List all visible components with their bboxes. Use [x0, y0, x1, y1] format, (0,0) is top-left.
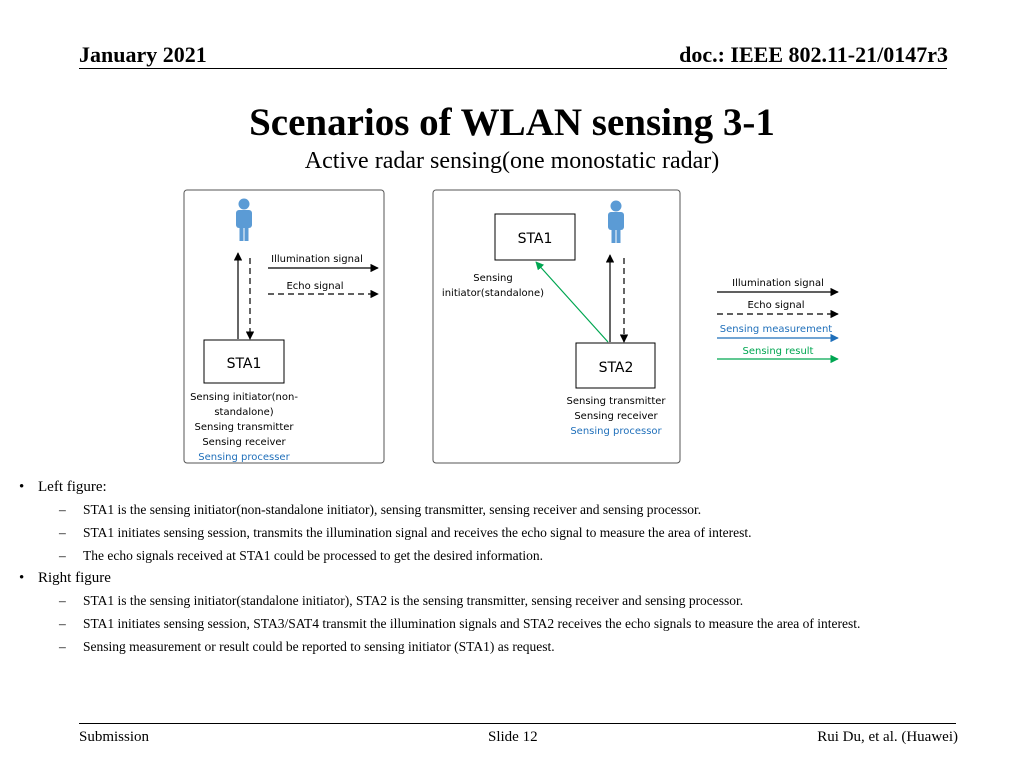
- footer-submission: Submission: [79, 729, 150, 745]
- sta2-label: STA2: [599, 360, 634, 376]
- header-doc-id: doc.: IEEE 802.11-21/0147r3: [679, 42, 948, 67]
- processor-role: Sensing processer: [198, 452, 290, 463]
- role-line: Sensing transmitter: [194, 422, 294, 433]
- header-rule: [79, 68, 947, 69]
- footer-rule: [79, 723, 956, 724]
- sub-bullet: The echo signals received at STA1 could …: [38, 544, 1019, 567]
- header-date: January 2021: [79, 42, 207, 67]
- slide-title: Scenarios of WLAN sensing 3-1: [249, 101, 775, 144]
- legend-illumination-label: Illumination signal: [732, 278, 824, 289]
- bullet-right-figure: Right figure STA1 is the sensing initiat…: [19, 567, 1019, 658]
- left-role-list: Sensing initiator(non- standalone) Sensi…: [190, 392, 298, 463]
- left-scenario-panel: Illumination signal Echo signal STA1 Sen…: [183, 189, 385, 464]
- legend-measurement-label: Sensing measurement: [720, 324, 833, 335]
- sta1-box: [494, 213, 576, 261]
- sensing-diagram: Illumination signal Echo signal STA1 Sen…: [183, 189, 839, 464]
- sta1-label: STA1: [227, 356, 262, 372]
- sub-bullet: STA1 is the sensing initiator(non-standa…: [38, 498, 1019, 521]
- person-icon: [608, 200, 624, 243]
- sensing-result-arrow: [535, 261, 609, 343]
- role-line: Sensing receiver: [574, 411, 658, 422]
- sta2-box: [575, 342, 656, 389]
- sub-bullet: STA1 is the sensing initiator(standalone…: [38, 589, 1019, 612]
- initiator-label-line: initiator(standalone): [442, 288, 544, 299]
- sta1-box: [203, 339, 285, 384]
- diagram-legend: Illumination signal Echo signal Sensing …: [717, 278, 839, 364]
- bullet-heading: Right figure: [38, 570, 111, 586]
- bullet-list: Left figure: STA1 is the sensing initiat…: [19, 476, 1019, 658]
- sub-bullet: STA1 initiates sensing session, transmit…: [38, 521, 1019, 544]
- sub-bullet: STA1 initiates sensing session, STA3/SAT…: [38, 612, 1019, 635]
- processor-role: Sensing processor: [570, 426, 662, 437]
- slide-subtitle: Active radar sensing(one monostatic rada…: [304, 148, 720, 174]
- bullet-heading: Left figure:: [38, 479, 107, 495]
- initiator-label-line: Sensing: [473, 273, 513, 284]
- sub-bullet: Sensing measurement or result could be r…: [38, 635, 1019, 658]
- sta1-label: STA1: [518, 231, 553, 247]
- legend-result-label: Sensing result: [743, 346, 814, 357]
- person-icon: [236, 198, 252, 241]
- illumination-label: Illumination signal: [271, 254, 363, 265]
- role-line: Sensing receiver: [202, 437, 286, 448]
- role-line: Sensing transmitter: [566, 396, 666, 407]
- footer-author: Rui Du, et al. (Huawei): [817, 729, 958, 745]
- right-scenario-panel: STA1 Sensing initiator(standalone) STA2 …: [432, 189, 681, 464]
- footer-slide-number: Slide 12: [488, 729, 538, 745]
- role-line: Sensing initiator(non-: [190, 392, 298, 403]
- legend-echo-label: Echo signal: [747, 300, 804, 311]
- bullet-left-figure: Left figure: STA1 is the sensing initiat…: [19, 476, 1019, 567]
- role-line: standalone): [214, 407, 273, 418]
- echo-label: Echo signal: [286, 281, 343, 292]
- right-role-list: Sensing transmitter Sensing receiver Sen…: [566, 396, 666, 437]
